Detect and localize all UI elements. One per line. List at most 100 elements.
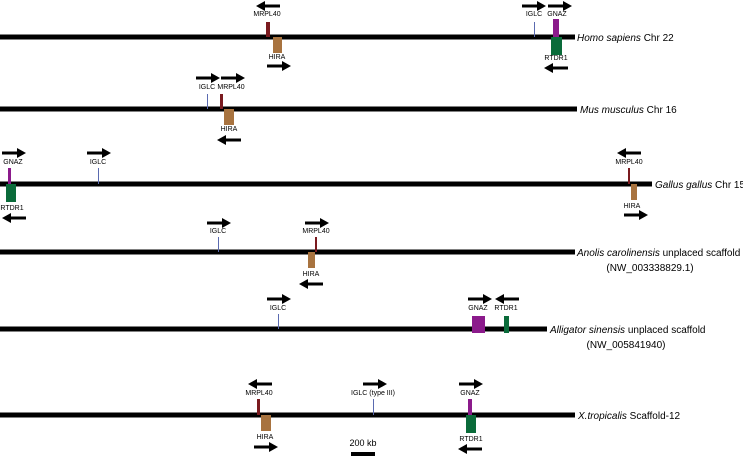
gene-marker [472, 316, 485, 333]
gene-iglc: IGLC [267, 294, 291, 329]
chromosome-line [0, 34, 575, 40]
arrow-right-icon [468, 294, 492, 304]
arrow-right-icon [221, 73, 245, 83]
species-name: Anolis carolinensis [576, 248, 660, 259]
chromosome-line [0, 412, 575, 418]
scale-bar: 200 kb [349, 438, 377, 456]
gene-label: HIRA [257, 434, 274, 441]
gene-iglc: IGLC (type III) [351, 379, 395, 415]
gene-mrpl40: MRPL40 [253, 1, 281, 37]
chromosome-name: Chr 22 [641, 33, 674, 44]
gene-label: HIRA [303, 271, 320, 278]
gene-label: MRPL40 [302, 228, 329, 235]
species-label: Gallus gallus Chr 15 [655, 180, 743, 191]
gene-marker [373, 399, 374, 415]
gene-marker [631, 184, 637, 200]
species-label: X.tropicalis Scaffold-12 [577, 411, 681, 422]
gene-label: MRPL40 [615, 159, 642, 166]
gene-marker [257, 399, 260, 415]
gene-rtdr1: RTDR1 [458, 415, 483, 454]
gene-marker [218, 237, 219, 252]
gene-label: RTDR1 [459, 436, 482, 443]
gene-mrpl40: MRPL40 [217, 73, 245, 109]
arrow-right-icon [254, 442, 278, 452]
arrow-right-icon [87, 148, 111, 158]
gene-label: IGLC (type III) [351, 390, 395, 397]
gene-label: RTDR1 [0, 205, 23, 212]
gene-marker [220, 94, 223, 109]
gene-hira: HIRA [217, 109, 241, 145]
gene-hira: HIRA [299, 252, 323, 289]
gene-gnaz: GNAZ [459, 379, 483, 415]
gene-marker [466, 415, 476, 433]
gene-gnaz: GNAZ [468, 294, 492, 333]
chromosome-name: unplaced scaffold [660, 248, 740, 259]
chromosome-line [0, 249, 575, 255]
gene-label: HIRA [269, 54, 286, 61]
gene-gnaz: GNAZ [547, 1, 572, 37]
arrow-right-icon [459, 379, 483, 389]
gene-rtdr1: RTDR1 [494, 294, 519, 333]
gene-label: MRPL40 [217, 84, 244, 91]
gene-marker [468, 399, 472, 415]
arrow-left-icon [256, 1, 280, 11]
species-name: Mus musculus [580, 105, 644, 116]
arrow-right-icon [196, 73, 220, 83]
gene-marker [207, 94, 208, 109]
species-label: Mus musculus Chr 16 [580, 105, 677, 116]
gene-iglc: IGLC [207, 218, 231, 252]
chromosome-name: unplaced scaffold [625, 325, 705, 336]
species-label: Alligator sinensis unplaced scaffold [549, 325, 705, 336]
arrow-left-icon [217, 135, 241, 145]
arrow-right-icon [305, 218, 329, 228]
arrow-right-icon [548, 1, 572, 11]
gene-hira: HIRA [624, 184, 648, 220]
chromosome-line [0, 106, 577, 112]
gene-hira: HIRA [267, 37, 291, 71]
arrow-left-icon [617, 148, 641, 158]
gene-marker [98, 168, 99, 184]
chromosome-line [0, 326, 547, 332]
species-name: Gallus gallus [655, 180, 712, 191]
gene-label: HIRA [624, 203, 641, 210]
arrow-right-icon [267, 294, 291, 304]
gene-label: IGLC [526, 11, 542, 18]
gene-marker [266, 22, 270, 37]
gene-rtdr1: RTDR1 [0, 184, 26, 223]
arrow-right-icon [522, 1, 546, 11]
arrow-left-icon [458, 444, 482, 454]
track: Anolis carolinensis unplaced scaffold (NW… [0, 218, 740, 289]
gene-marker [224, 109, 234, 125]
chromosome-line [0, 181, 652, 187]
gene-label: IGLC [199, 84, 215, 91]
gene-marker [551, 37, 562, 55]
arrow-right-icon [267, 61, 291, 71]
species-label: Anolis carolinensis unplaced scaffold [576, 248, 740, 259]
gene-iglc: IGLC [196, 73, 220, 109]
gene-marker [504, 316, 509, 333]
gene-marker [534, 22, 535, 37]
chromosome-name: Chr 15 [712, 180, 743, 191]
arrow-left-icon [248, 379, 272, 389]
gene-label: HIRA [221, 126, 238, 133]
gene-mrpl40: MRPL40 [615, 148, 643, 184]
gene-label: GNAZ [468, 305, 488, 312]
gene-marker [8, 168, 11, 184]
chromosome-name: Scaffold-12 [627, 411, 681, 422]
gene-marker [628, 168, 630, 184]
gene-hira: HIRA [254, 415, 278, 452]
gene-marker [6, 184, 16, 202]
species-name: Homo sapiens [577, 33, 641, 44]
accession-label: (NW_003338829.1) [606, 263, 693, 274]
gene-label: RTDR1 [494, 305, 517, 312]
arrow-left-icon [544, 63, 568, 73]
gene-marker [308, 252, 315, 268]
arrow-right-icon [2, 148, 26, 158]
arrow-right-icon [207, 218, 231, 228]
gene-mrpl40: MRPL40 [245, 379, 273, 415]
arrow-left-icon [495, 294, 519, 304]
gene-label: GNAZ [3, 159, 23, 166]
gene-label: RTDR1 [544, 55, 567, 62]
